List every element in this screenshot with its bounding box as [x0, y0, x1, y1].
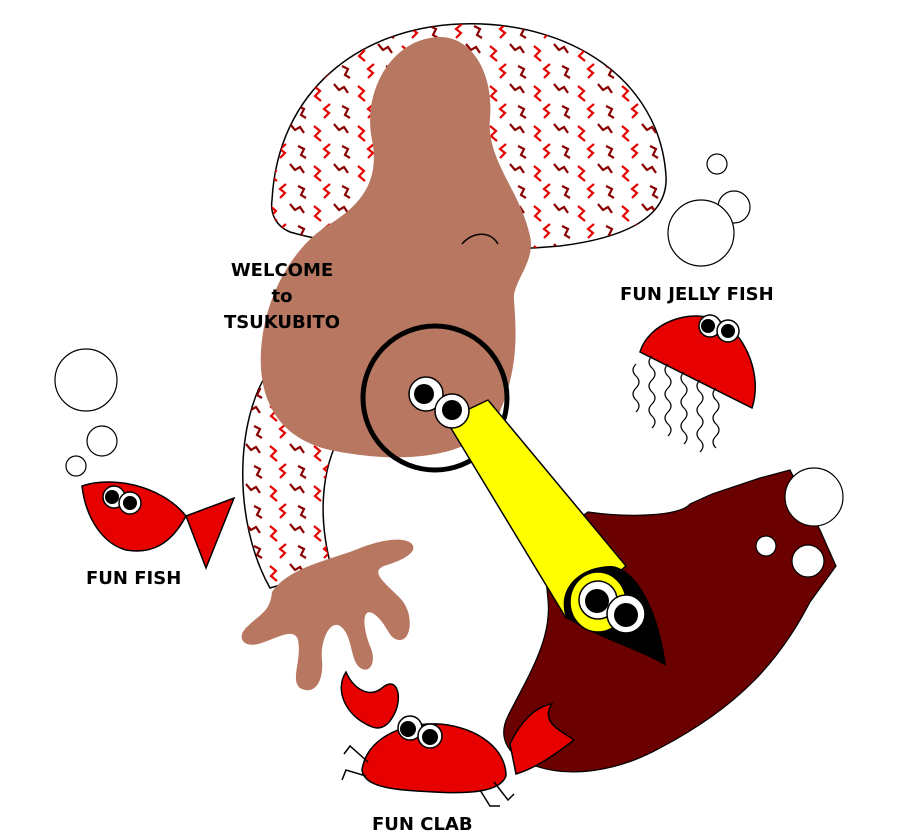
jellyfish-label: FUN JELLY FISH: [620, 284, 774, 305]
fish-label: FUN FISH: [86, 568, 182, 589]
jellyfish: [632, 314, 756, 453]
magnifier-ring: [360, 323, 510, 473]
bubbles-right-top: [667, 153, 751, 267]
gourd-eyes: [408, 376, 470, 429]
bubbles-left: [54, 348, 118, 477]
crab-label: FUN CLAB: [372, 814, 473, 835]
yellow-beam: [444, 399, 628, 620]
crab: [340, 670, 576, 807]
gourd-smile: [461, 233, 499, 245]
welcome-label: WELCOME to TSUKUBITO: [212, 258, 352, 336]
welcome-line-2: to: [271, 286, 293, 307]
gourd-body: [260, 37, 531, 458]
welcome-line-1: WELCOME: [230, 260, 334, 281]
welcome-line-3: TSUKUBITO: [223, 312, 341, 333]
fish: [81, 481, 236, 571]
bubbles-right-bottom: [755, 467, 844, 578]
beam-creature-eyes: [578, 580, 646, 634]
brown-hand: [241, 539, 414, 691]
